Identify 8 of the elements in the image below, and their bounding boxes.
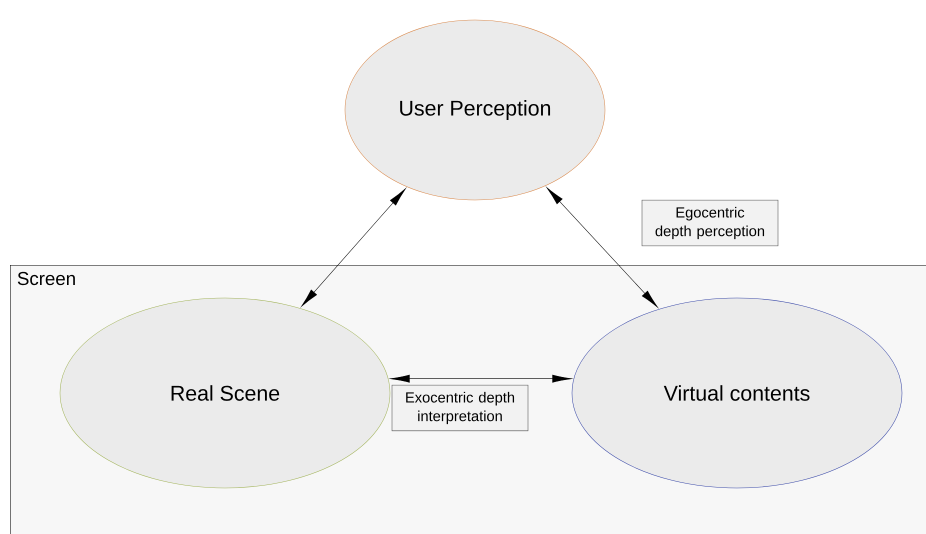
ellipse-node: Virtual contents bbox=[572, 298, 902, 488]
edge-label: Egocentric depth perception bbox=[642, 200, 778, 246]
arrow bbox=[390, 374, 572, 383]
arrow bbox=[546, 187, 658, 308]
arrow bbox=[301, 188, 406, 307]
ellipse-node: User Perception bbox=[344, 20, 606, 200]
edge-label: Exocentric depth interpretation bbox=[392, 384, 528, 432]
ellipse-node: Real Scene bbox=[60, 298, 390, 488]
